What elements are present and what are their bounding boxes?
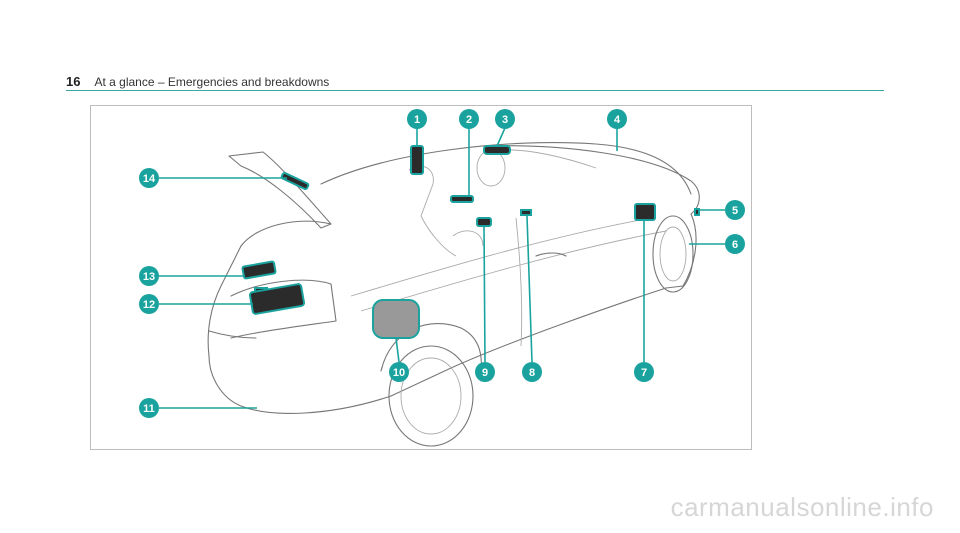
component-3 [483, 145, 511, 155]
page-title: At a glance – Emergencies and breakdowns [94, 75, 330, 89]
svg-text:5: 5 [732, 205, 738, 217]
component-13 [241, 260, 277, 280]
component-9 [476, 217, 492, 227]
callout-8: 8 [522, 362, 542, 382]
svg-text:12: 12 [143, 299, 155, 311]
svg-text:8: 8 [529, 367, 535, 379]
component-1 [410, 145, 424, 175]
callout-6: 6 [725, 234, 745, 254]
callout-13: 13 [139, 266, 159, 286]
callout-markers: 1 2 3 4 5 6 7 [139, 109, 745, 418]
svg-text:13: 13 [143, 271, 155, 283]
component-5 [694, 208, 700, 216]
callout-3: 3 [495, 109, 515, 129]
callout-1: 1 [407, 109, 427, 129]
callout-14: 14 [139, 168, 159, 188]
watermark: carmanualsonline.info [670, 492, 934, 522]
svg-text:1: 1 [414, 114, 420, 126]
callout-10: 10 [389, 362, 409, 382]
svg-text:11: 11 [143, 403, 155, 415]
header-rule [66, 90, 884, 91]
svg-text:3: 3 [502, 114, 508, 126]
callout-11: 11 [139, 398, 159, 418]
callout-4: 4 [607, 109, 627, 129]
component-10 [372, 299, 420, 339]
callout-9: 9 [475, 362, 495, 382]
svg-text:4: 4 [614, 114, 621, 126]
svg-text:14: 14 [143, 173, 156, 185]
highlighted-components [241, 145, 700, 339]
component-14 [280, 172, 310, 190]
leader-lines [159, 127, 725, 409]
page-number: 16 [66, 74, 81, 89]
page-header: 16 At a glance – Emergencies and breakdo… [66, 74, 329, 89]
svg-text:7: 7 [641, 367, 647, 379]
component-8 [520, 209, 532, 216]
callout-5: 5 [725, 200, 745, 220]
svg-text:10: 10 [393, 367, 405, 379]
component-7 [634, 203, 656, 221]
svg-text:6: 6 [732, 239, 738, 251]
callout-7: 7 [634, 362, 654, 382]
svg-text:9: 9 [482, 367, 488, 379]
callout-2: 2 [459, 109, 479, 129]
component-2 [450, 195, 474, 203]
vehicle-illustration: 1 2 3 4 5 6 7 [90, 105, 752, 450]
svg-text:2: 2 [466, 114, 472, 126]
callout-12: 12 [139, 294, 159, 314]
car-drawing: 1 2 3 4 5 6 7 [139, 109, 745, 447]
